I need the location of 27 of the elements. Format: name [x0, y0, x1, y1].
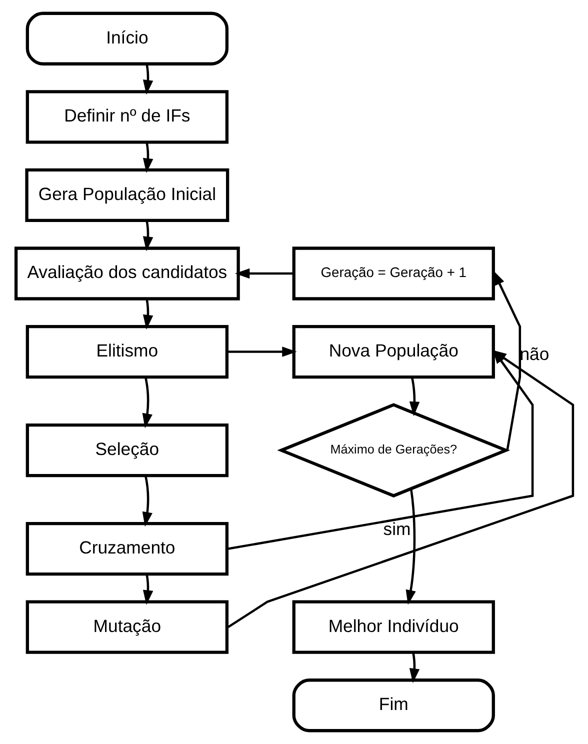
- node-box: Nova População: [292, 324, 494, 379]
- node-box: Melhor Indivíduo: [292, 600, 494, 654]
- arrow: [142, 142, 153, 174]
- arrow: [142, 220, 153, 252]
- node-box: Início: [25, 12, 228, 66]
- arrow: [142, 298, 153, 330]
- arrow: [408, 377, 420, 416]
- arrow: [408, 652, 420, 684]
- arrow: [405, 488, 416, 605]
- arrow: [142, 574, 153, 605]
- edge-label: não: [519, 344, 549, 364]
- node-box: Gera População Inicial: [24, 168, 229, 222]
- node-box: Elitismo: [25, 324, 228, 379]
- node-box: Avaliação dos candidatos: [14, 246, 240, 300]
- node-box: Seleção: [25, 423, 228, 478]
- node-diamond: Máximo de Gerações?: [276, 403, 510, 498]
- arrow: [226, 346, 296, 357]
- arrow: [142, 377, 152, 428]
- node-box: Definir nº de IFs: [25, 90, 228, 144]
- arrow: [142, 64, 153, 95]
- arrow: [142, 476, 152, 527]
- edge-label: sim: [382, 519, 410, 540]
- arrow: [234, 268, 294, 279]
- node-box: Fim: [292, 678, 494, 732]
- node-box: Geração = Geração + 1: [292, 246, 494, 300]
- node-box: Mutação: [25, 600, 228, 654]
- node-box: Cruzamento: [25, 522, 228, 576]
